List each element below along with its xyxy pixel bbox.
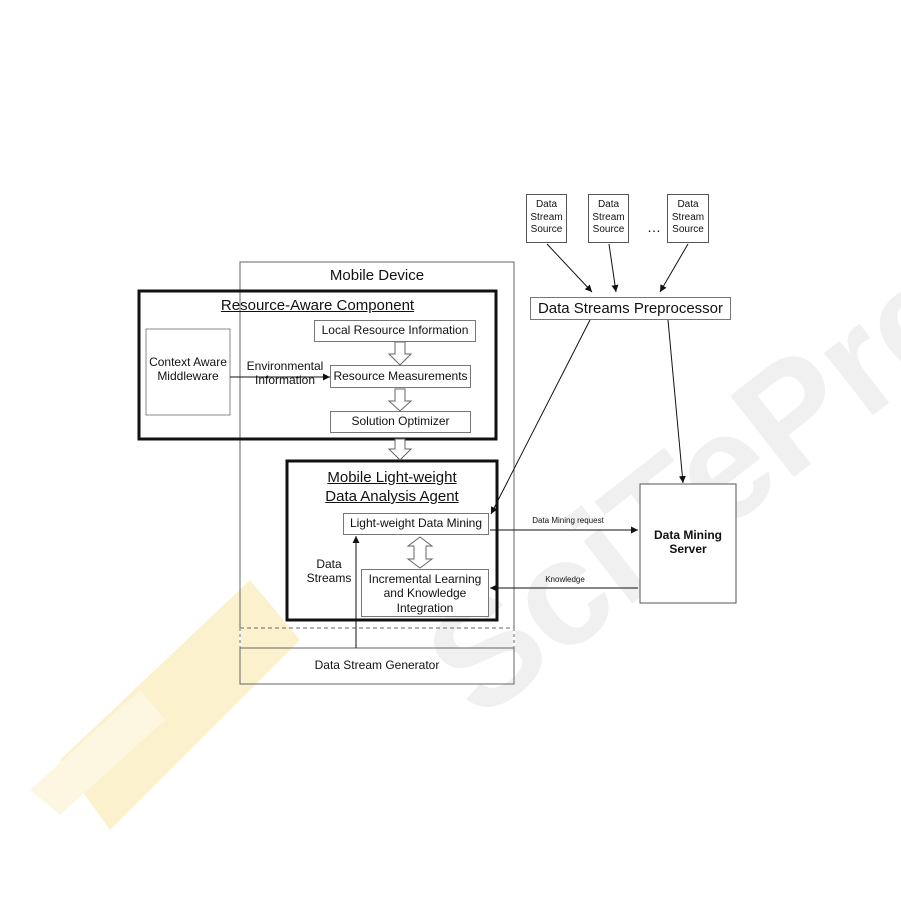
data-streams-label: Data Streams	[306, 557, 352, 585]
hollow-arrow-1	[387, 341, 413, 366]
preprocessor-box: Data Streams Preprocessor	[530, 297, 731, 320]
mining-request-label: Data Mining request	[532, 516, 604, 525]
hollow-double-arrow	[406, 536, 434, 569]
stream-source-1: Data Stream Source	[526, 194, 567, 243]
source-2-arrow	[608, 243, 619, 293]
resource-measurements-box: Resource Measurements	[330, 365, 471, 388]
stream-generator-label: Data Stream Generator	[314, 658, 440, 672]
solution-optimizer-box: Solution Optimizer	[330, 411, 471, 433]
watermark-yellow-shape-2	[30, 690, 165, 815]
analysis-agent-frame	[285, 459, 499, 622]
analysis-agent-title-line1: Mobile Light-weight	[327, 469, 457, 486]
resource-aware-frame	[137, 289, 498, 441]
source-1-arrow	[546, 243, 593, 293]
hollow-arrow-3	[387, 438, 413, 461]
knowledge-label: Knowledge	[545, 575, 585, 584]
stream-source-2: Data Stream Source	[588, 194, 629, 243]
mobile-device-frame	[239, 261, 515, 685]
source-3-arrow	[659, 243, 689, 293]
mining-server-label: Data Mining Server	[654, 528, 722, 556]
source-ellipsis: …	[647, 219, 661, 235]
hollow-arrow-2	[387, 388, 413, 412]
mobile-device-title: Mobile Device	[329, 267, 425, 284]
preprocessor-to-agent-arrow	[490, 319, 591, 515]
analysis-agent-title-line2: Data Analysis Agent	[325, 488, 459, 505]
resource-aware-title: Resource-Aware Component	[220, 297, 415, 314]
preprocessor-to-server-arrow	[667, 319, 686, 484]
context-middleware-frame	[145, 328, 231, 416]
incremental-learning-box: Incremental Learning and Knowledge Integ…	[361, 569, 489, 617]
stream-source-3: Data Stream Source	[667, 194, 709, 243]
context-middleware-label: Context Aware Middleware	[149, 355, 227, 383]
mining-server-frame	[639, 483, 737, 604]
environmental-info-label: Environmental Information	[246, 359, 324, 387]
light-mining-box: Light-weight Data Mining	[343, 513, 489, 535]
local-resource-info-box: Local Resource Information	[314, 320, 476, 342]
